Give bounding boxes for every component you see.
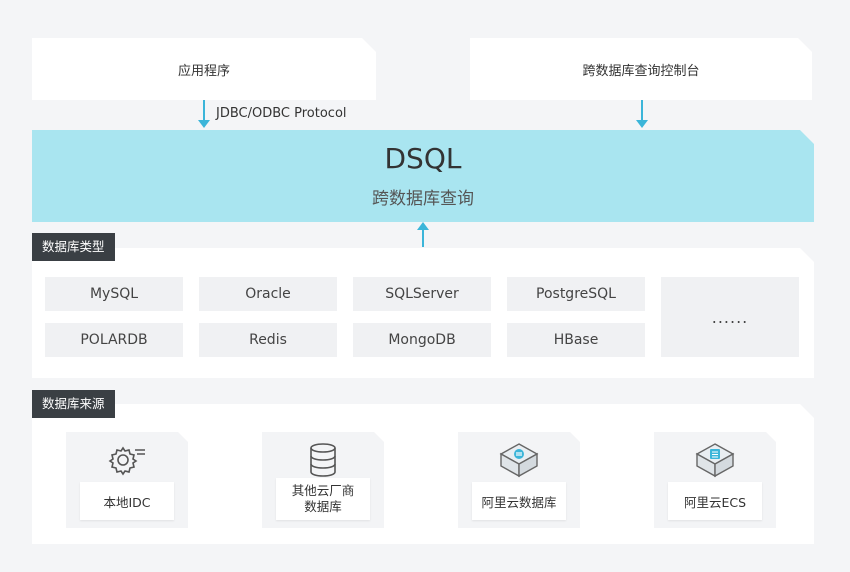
dsql-subtitle: 跨数据库查询 xyxy=(372,189,474,209)
dsql-title: DSQL xyxy=(384,142,462,175)
application-box: 应用程序 xyxy=(32,38,376,100)
source-card-aliyun-db: 阿里云数据库 xyxy=(458,432,580,528)
source-label-other-cloud: 其他云厂商 数据库 xyxy=(276,478,370,520)
dsql-band: DSQL 跨数据库查询 xyxy=(32,130,814,222)
db-type-sqlserver: SQLServer xyxy=(353,277,491,311)
db-type-oracle: Oracle xyxy=(199,277,337,311)
db-type-polardb: POLARDB xyxy=(45,323,183,357)
db-type-mysql: MySQL xyxy=(45,277,183,311)
protocol-arrow xyxy=(198,100,210,128)
db-sources-tag: 数据库来源 xyxy=(32,390,115,418)
application-label: 应用程序 xyxy=(177,63,230,79)
protocol-label: JDBC/ODBC Protocol xyxy=(216,106,347,121)
database-icon xyxy=(301,440,345,480)
source-label-aliyun-db: 阿里云数据库 xyxy=(472,482,566,520)
ecs-cube-icon xyxy=(693,440,737,480)
cloud-db-cube-icon xyxy=(497,440,541,480)
db-type-postgresql: PostgreSQL xyxy=(507,277,645,311)
db-type-redis: Redis xyxy=(199,323,337,357)
db-type-hbase: HBase xyxy=(507,323,645,357)
console-arrow xyxy=(636,100,648,128)
db-type-more: ...... xyxy=(661,277,799,357)
console-label: 跨数据库查询控制台 xyxy=(582,63,700,79)
db-types-section: MySQL Oracle SQLServer PostgreSQL POLARD… xyxy=(32,248,814,378)
source-label-aliyun-ecs: 阿里云ECS xyxy=(668,482,762,520)
source-card-aliyun-ecs: 阿里云ECS xyxy=(654,432,776,528)
db-types-tag: 数据库类型 xyxy=(32,233,115,261)
console-box: 跨数据库查询控制台 xyxy=(470,38,812,100)
source-card-local-idc: 本地IDC xyxy=(66,432,188,528)
db-type-mongodb: MongoDB xyxy=(353,323,491,357)
gear-icon xyxy=(105,440,149,480)
source-card-other-cloud: 其他云厂商 数据库 xyxy=(262,432,384,528)
source-label-local-idc: 本地IDC xyxy=(80,482,174,520)
types-up-arrow xyxy=(417,222,429,247)
